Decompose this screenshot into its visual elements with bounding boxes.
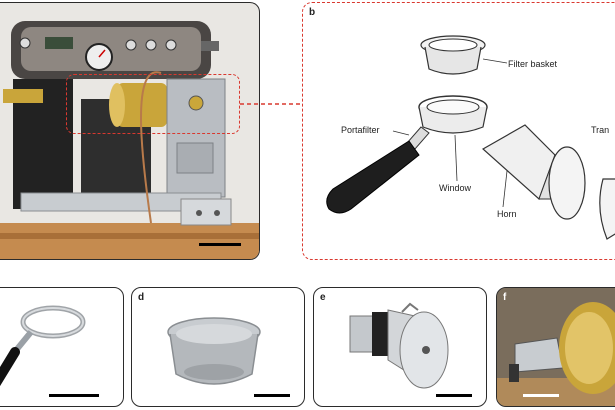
horn-shape xyxy=(481,124,586,220)
transducer-photo xyxy=(349,302,449,389)
portafilter-shape xyxy=(326,95,488,214)
filter-basket-photo xyxy=(167,317,261,385)
panel-b-schematic: b Filter xyxy=(302,2,615,260)
scale-bar-f xyxy=(523,394,559,397)
panel-label-e: e xyxy=(320,292,326,303)
panel-label-f: f xyxy=(503,292,507,303)
callout-transducer: Tran xyxy=(591,125,610,135)
panel-a-machine-photo xyxy=(0,2,260,260)
callout-portafilter: Portafilter xyxy=(341,125,380,135)
portafilter-photo xyxy=(0,305,86,387)
highlight-box xyxy=(66,74,240,134)
scale-bar-a xyxy=(199,243,241,246)
schematic-drawing xyxy=(326,35,615,240)
panel-c-portafilter-photo xyxy=(0,287,124,407)
closeup-photo xyxy=(497,288,615,406)
callout-window: Window xyxy=(439,183,472,193)
callout-horn: Horn xyxy=(497,209,517,219)
panel-label-b: b xyxy=(309,7,316,18)
panel-e-transducer-photo: e xyxy=(313,287,487,407)
scale-bar-d xyxy=(254,394,290,397)
callout-filter-basket: Filter basket xyxy=(508,59,558,69)
scale-bar-c xyxy=(49,394,99,397)
panel-d-basket-photo: d xyxy=(131,287,305,407)
filter-basket-shape xyxy=(420,35,486,75)
panel-f-closeup-photo: f xyxy=(496,287,615,407)
panel-label-d: d xyxy=(138,292,145,303)
transducer-shape xyxy=(599,178,615,240)
espresso-machine-illustration xyxy=(0,21,259,259)
scale-bar-e xyxy=(436,394,472,397)
